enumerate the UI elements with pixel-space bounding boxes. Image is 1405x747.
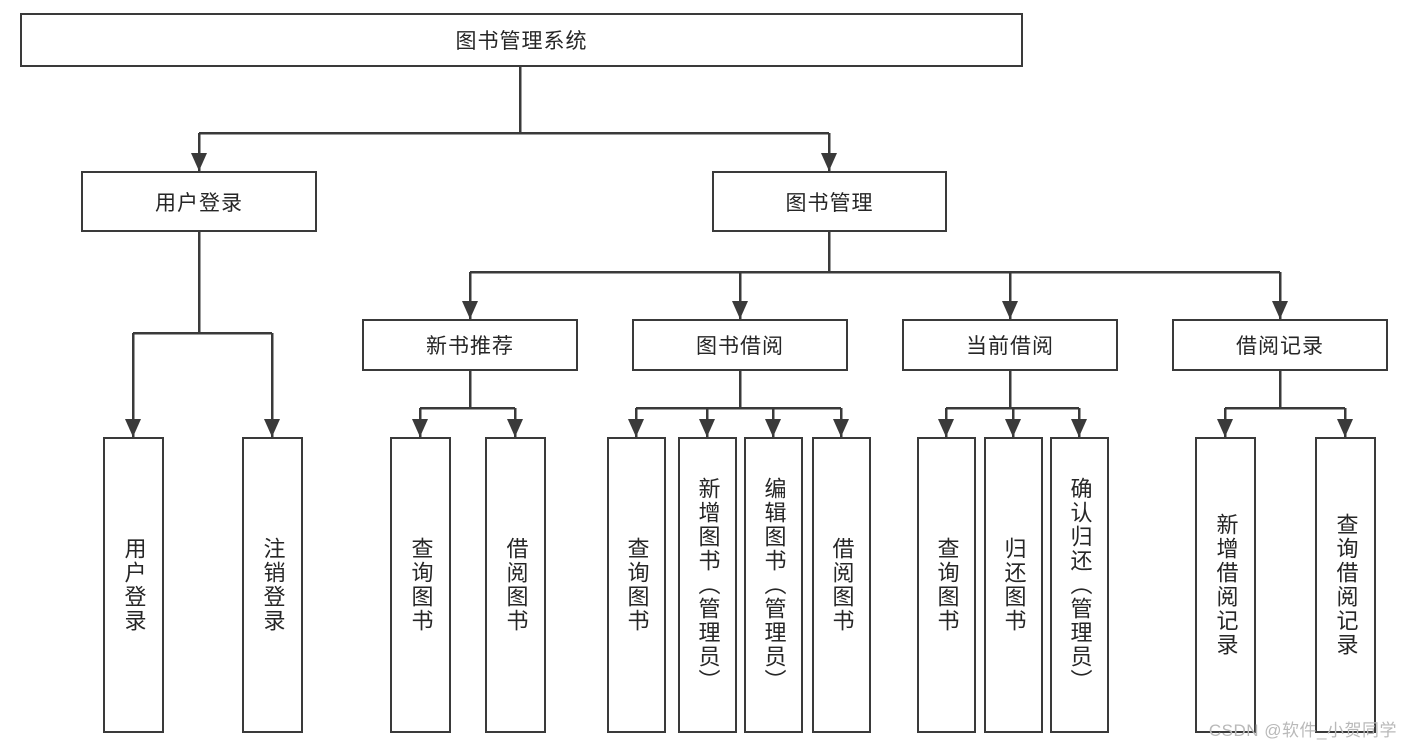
node-borrow-record-label: 借阅记录 xyxy=(1236,335,1324,358)
leaf-query-book-recommend-label: 查询图书 xyxy=(408,537,434,633)
leaf-add-borrow-record-label: 新增借阅记录 xyxy=(1213,513,1239,657)
leaf-add-borrow-record[interactable]: 新增借阅记录 xyxy=(1195,437,1256,733)
leaf-add-book[interactable]: 新增图书（管理员） xyxy=(678,437,737,733)
node-current-borrow[interactable]: 当前借阅 xyxy=(902,319,1118,371)
leaf-user-login[interactable]: 用户登录 xyxy=(103,437,164,733)
node-root-label: 图书管理系统 xyxy=(455,30,588,53)
leaf-query-book-recommend[interactable]: 查询图书 xyxy=(390,437,451,733)
leaf-borrow-book-recommend[interactable]: 借阅图书 xyxy=(485,437,546,733)
node-book-borrow[interactable]: 图书借阅 xyxy=(632,319,848,371)
leaf-query-borrow-record-label: 查询借阅记录 xyxy=(1333,513,1359,657)
leaf-return-book-label: 归还图书 xyxy=(1001,537,1027,633)
node-new-book-recommend[interactable]: 新书推荐 xyxy=(362,319,578,371)
leaf-edit-book-label: 编辑图书（管理员） xyxy=(761,477,787,693)
node-user-login[interactable]: 用户登录 xyxy=(81,171,317,232)
leaf-borrow-book[interactable]: 借阅图书 xyxy=(812,437,871,733)
leaf-return-book[interactable]: 归还图书 xyxy=(984,437,1043,733)
node-user-login-label: 用户登录 xyxy=(155,191,243,215)
leaf-logout[interactable]: 注销登录 xyxy=(242,437,303,733)
node-current-borrow-label: 当前借阅 xyxy=(966,335,1054,358)
node-borrow-record[interactable]: 借阅记录 xyxy=(1172,319,1388,371)
leaf-edit-book[interactable]: 编辑图书（管理员） xyxy=(744,437,803,733)
leaf-borrow-book-label: 借阅图书 xyxy=(829,537,855,633)
leaf-query-book-current[interactable]: 查询图书 xyxy=(917,437,976,733)
node-new-book-recommend-label: 新书推荐 xyxy=(426,335,514,358)
leaf-confirm-return-label: 确认归还（管理员） xyxy=(1067,477,1093,693)
watermark: CSDN @软件_小贺同学 xyxy=(1208,721,1397,740)
leaf-query-book-borrow[interactable]: 查询图书 xyxy=(607,437,666,733)
node-book-borrow-label: 图书借阅 xyxy=(696,335,784,358)
node-root[interactable]: 图书管理系统 xyxy=(20,13,1023,67)
leaf-add-book-label: 新增图书（管理员） xyxy=(695,477,721,693)
leaf-query-borrow-record[interactable]: 查询借阅记录 xyxy=(1315,437,1376,733)
leaf-query-book-current-label: 查询图书 xyxy=(934,537,960,633)
leaf-logout-label: 注销登录 xyxy=(260,537,286,633)
node-book-manage-label: 图书管理 xyxy=(785,191,874,215)
leaf-confirm-return[interactable]: 确认归还（管理员） xyxy=(1050,437,1109,733)
node-book-manage[interactable]: 图书管理 xyxy=(712,171,947,232)
leaf-query-book-borrow-label: 查询图书 xyxy=(624,537,650,633)
leaf-borrow-book-recommend-label: 借阅图书 xyxy=(503,537,529,633)
leaf-user-login-label: 用户登录 xyxy=(121,537,147,633)
